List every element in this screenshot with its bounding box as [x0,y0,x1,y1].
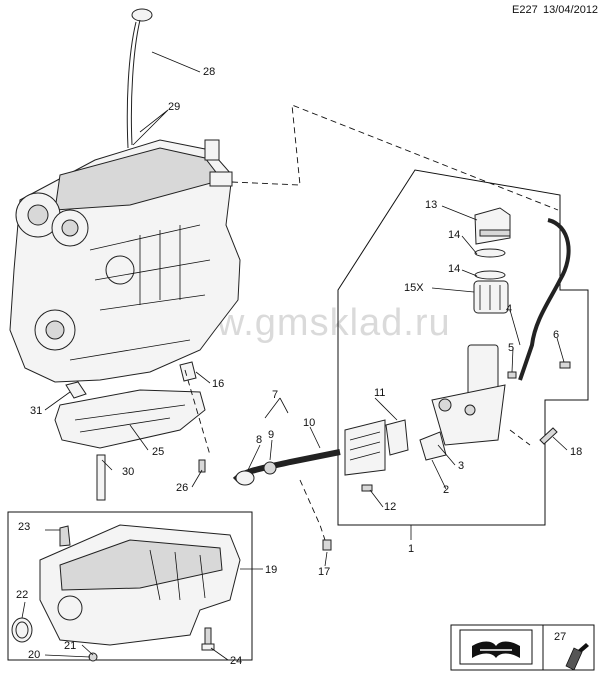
dashed-connector-16 [184,369,211,456]
callout-22: 22 [16,589,28,601]
o-ring-lower [474,270,506,280]
callout-8: 8 [256,434,262,446]
callout-21: 21 [64,640,76,652]
oil-baffle [54,389,206,449]
open-book-wrench-icon [459,629,533,665]
oil-pressure-switch [179,361,197,382]
callout-23: 23 [18,521,30,533]
callout-10: 10 [303,417,315,429]
callout-7: 7 [272,389,278,401]
callout-26: 26 [176,482,188,494]
callout-19: 19 [265,564,277,576]
callout-3: 3 [458,460,464,472]
callouts: 28 29 16 31 25 30 26 7 8 9 10 11 12 2 3 … [16,66,582,667]
coolant-pipe [518,218,571,381]
dashed-connector-17 [299,479,326,541]
oil-filter-element [473,280,509,314]
callout-17: 17 [318,566,330,578]
callout-13: 13 [425,199,437,211]
leader-lines [21,51,568,661]
bolt-17 [322,539,332,551]
callout-27: 27 [554,631,566,643]
callout-14-upper: 14 [448,229,460,241]
dashed-connector-top [231,104,559,211]
callout-1: 1 [408,543,414,555]
callout-4: 4 [506,303,512,315]
legend-box: 27 [450,624,595,671]
callout-6: 6 [553,329,559,341]
oil-pan [39,524,241,646]
oil-filter-cap [474,207,511,245]
callout-31: 31 [30,405,42,417]
o-ring-upper [474,248,506,258]
bolt-26 [198,459,206,473]
cooler-gasket [385,419,409,456]
callout-9: 9 [268,429,274,441]
bolt-24 [201,627,215,651]
callout-24: 24 [230,655,242,667]
bracket [65,381,87,399]
oil-suction-tube [96,454,106,501]
dashed-connector-18 [509,429,531,446]
callout-11: 11 [374,387,385,399]
oil-filter-housing [431,344,506,446]
sealant-tube-icon [565,643,589,671]
callout-12: 12 [384,501,396,513]
bolt-18 [539,427,558,445]
callout-28: 28 [203,66,215,78]
callout-29: 29 [168,101,180,113]
clip-5 [507,371,517,379]
callout-18: 18 [570,446,582,458]
seal-ring-22 [11,617,33,643]
engine-block [9,139,241,383]
diagram-date: 13/04/2012 [543,4,599,16]
callout-2: 2 [443,484,449,496]
callout-14-lower: 14 [448,263,460,275]
callout-16: 16 [212,378,224,390]
bolt-12 [361,484,373,492]
callout-20: 20 [28,649,40,661]
bolt-6 [559,361,571,369]
callout-30: 30 [122,466,134,478]
callout-5: 5 [508,342,514,354]
coolant-hose [232,449,341,486]
oil-dipstick [126,8,153,149]
oil-cooler [344,419,386,476]
callout-25: 25 [152,446,164,458]
diagram-code: E227 [512,4,538,16]
filter-assembly-frame [337,169,589,526]
oil-pan-frame [7,511,253,661]
callout-15x: 15X [404,282,424,294]
